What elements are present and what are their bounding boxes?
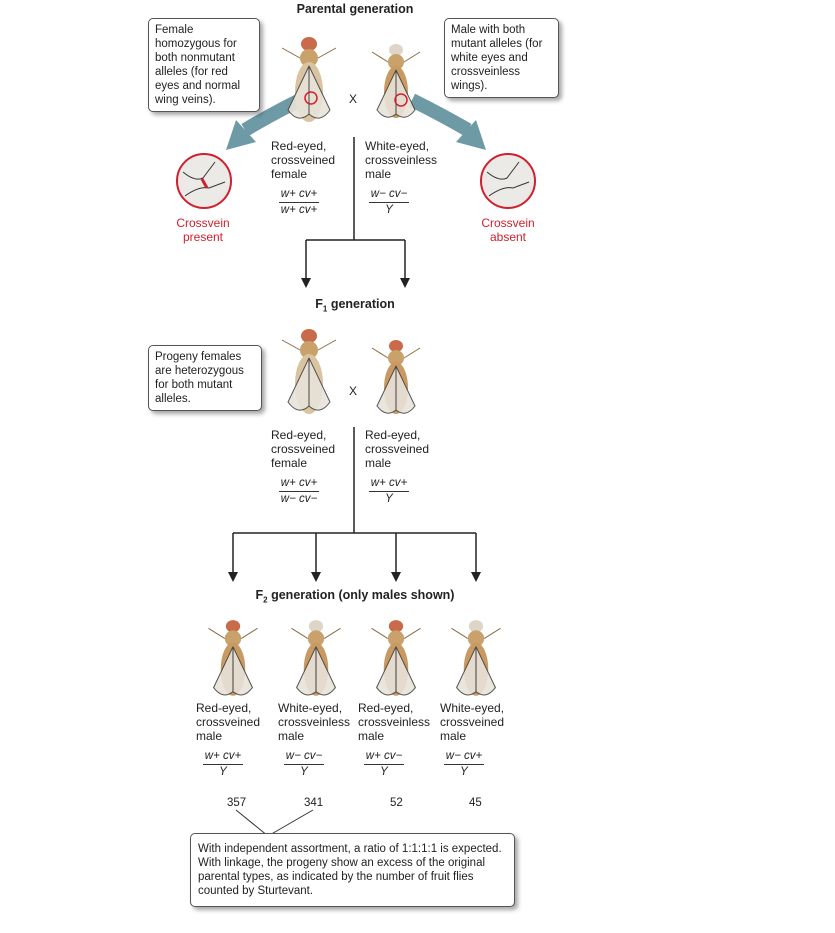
- parental-female-genotype: w+ cv+w+ cv+: [278, 188, 320, 216]
- f2-count-3: 52: [390, 797, 403, 809]
- f2-genotype-1: w+ cv+Y: [202, 750, 244, 778]
- progeny-females-callout: Progeny females are heterozygous for bot…: [148, 345, 262, 411]
- f1-generation-title: F1 generation: [315, 297, 395, 314]
- parental-female-fly-icon: [281, 37, 337, 122]
- f2-count-2: 341: [304, 797, 324, 809]
- independent-assortment-note: With independent assortment, a ratio of …: [190, 833, 515, 907]
- f2-desc-1: Red-eyed, crossveined male: [196, 701, 261, 743]
- f2-desc-4: White-eyed, crossveined male: [440, 701, 505, 743]
- crossvein-present-zoom-icon: [176, 153, 232, 209]
- f2-fly-3-icon: [371, 620, 421, 696]
- parental-generation-title: Parental generation: [296, 2, 414, 16]
- f2-count-1: 357: [227, 797, 247, 809]
- f2-count-4: 45: [469, 797, 482, 809]
- f2-desc-3: Red-eyed, crossveinless male: [358, 701, 431, 743]
- crossvein-absent-label: Crossvein absent: [481, 216, 535, 244]
- f2-fly-1-icon: [208, 620, 258, 696]
- cross-symbol-parental: X: [349, 92, 358, 106]
- cross-symbol-f1: X: [349, 384, 358, 398]
- parental-male-fly-icon: [371, 44, 421, 118]
- f1-male-fly-icon: [371, 340, 421, 414]
- f2-genotype-2: w− cv−Y: [283, 750, 325, 778]
- f1-male-genotype: w+ cv+Y: [368, 477, 410, 505]
- f2-desc-2: White-eyed, crossveinless male: [278, 701, 351, 743]
- f1-male-desc: Red-eyed, crossveined male: [365, 428, 430, 470]
- f2-genotype-4: w− cv+Y: [443, 750, 485, 778]
- male-parent-callout: Male with both mutant alleles (for white…: [444, 18, 559, 98]
- f1-female-genotype: w+ cv+w− cv−: [278, 477, 320, 505]
- parental-male-genotype: w− cv−Y: [368, 188, 410, 216]
- f2-fly-2-icon: [291, 620, 341, 696]
- parental-male-desc: White-eyed, crossveinless male: [365, 139, 438, 181]
- f1-female-desc: Red-eyed, crossveined female: [271, 428, 336, 470]
- f2-fly-4-icon: [451, 620, 501, 696]
- female-parent-callout: Female homozygous for both nonmutant all…: [148, 18, 260, 112]
- f2-generation-title: F2 generation (only males shown): [255, 588, 455, 605]
- f1-female-fly-icon: [281, 329, 337, 414]
- crossvein-present-label: Crossvein present: [176, 216, 230, 244]
- f2-genotype-3: w+ cv−Y: [363, 750, 405, 778]
- crossvein-absent-zoom-icon: [480, 153, 536, 209]
- parental-female-desc: Red-eyed, crossveined female: [271, 139, 336, 181]
